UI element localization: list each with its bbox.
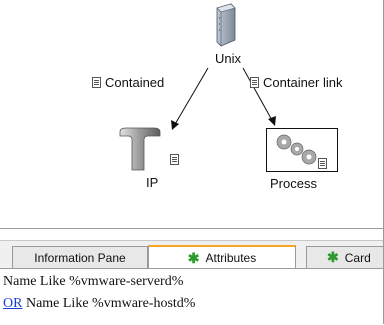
edge-container-link[interactable]: Container link [250,75,343,90]
document-icon [170,154,179,165]
pane-splitter[interactable] [0,228,383,241]
node-ip-label: IP [146,175,159,190]
edge-container-link-arrow [268,116,276,126]
tab-card[interactable]: ✱ Card [306,246,383,268]
tab-attributes-label: Attributes [205,251,257,265]
document-icon [318,158,327,169]
edge-contained-label: Contained [105,75,165,90]
document-icon [92,77,101,88]
condition-text: Name Like %vmware-hostd% [25,296,196,311]
node-process[interactable]: Process [266,128,338,194]
condition-line: OR Name Like %vmware-hostd% [3,296,195,312]
condition-text: Name Like %vmware-serverd% [3,274,184,289]
node-unix[interactable]: Unix [205,2,245,72]
server-icon [216,3,236,47]
tab-information-pane[interactable]: Information Pane [12,246,148,268]
gears-icon [276,134,317,165]
condition-line: Name Like %vmware-serverd% [3,274,183,290]
star-icon: ✱ [187,249,200,266]
attributes-content: Name Like %vmware-serverd% OR Name Like … [0,268,383,325]
node-process-label: Process [270,176,317,191]
condition-operator-link[interactable]: OR [3,296,23,311]
tab-card-label: Card [344,250,371,265]
edge-contained-arrow [171,120,179,130]
edge-container-link-label: Container link [263,75,343,90]
edge-contained[interactable]: Contained [92,75,164,90]
document-icon [250,77,259,88]
tab-attributes[interactable]: ✱ Attributes [148,245,296,269]
network-interface-icon [119,127,161,171]
node-unix-label: Unix [215,51,242,66]
topology-canvas[interactable]: Unix Contained Container link IP [0,0,383,228]
edge-contained-line [173,67,209,127]
edge-container-link-line [242,67,274,123]
node-ip[interactable]: IP [118,126,179,196]
pane-tab-bar: Information Pane ✱ Attributes ✱ Card [0,240,383,269]
tab-information-pane-label: Information Pane [34,250,126,265]
edges-layer [171,67,276,130]
star-icon: ✱ [327,249,339,265]
